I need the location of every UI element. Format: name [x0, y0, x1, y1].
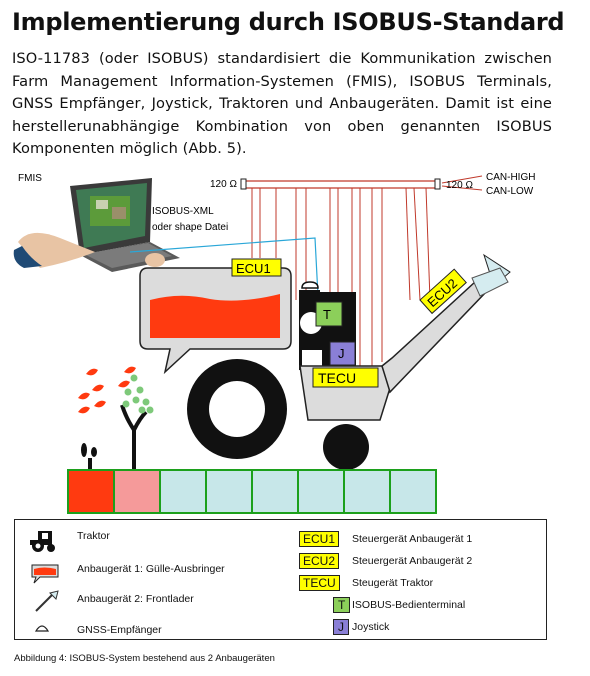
tecu-box: [312, 367, 379, 388]
tank-icon: [31, 564, 59, 584]
legend-j-tag: J: [333, 619, 349, 635]
front-loader-icon: [35, 590, 59, 612]
resistor-right-label: 120 Ω: [446, 180, 473, 191]
terminal-label: T: [323, 307, 331, 322]
xml-label-line2: oder shape Datei: [152, 222, 228, 233]
legend-t-tag: T: [333, 597, 351, 613]
joystick-box: [329, 341, 356, 366]
legend-ecu1-tag: ECU1: [299, 531, 340, 547]
laptop-icon: [13, 178, 180, 272]
xml-data-link: [129, 237, 319, 297]
page-title: Implementierung durch ISOBUS-Standard: [12, 8, 565, 36]
can-low-label: CAN-LOW: [486, 186, 534, 197]
legend-traktor: Traktor: [77, 530, 110, 542]
terminator-left: [240, 178, 247, 190]
plant-red: [78, 368, 106, 470]
legend-tecu-tag: TECU: [299, 575, 340, 591]
legend-t-desc: ISOBUS-Bedienterminal: [352, 599, 466, 611]
gnss-receiver-icon: [34, 625, 50, 632]
joystick-label: J: [338, 346, 345, 361]
ecu1-label: ECU1: [236, 261, 271, 276]
legend-ecu2-tag: ECU2: [299, 553, 340, 569]
intro-paragraph: ISO-11783 (oder ISOBUS) standardisiert d…: [12, 50, 552, 157]
front-wheel: [323, 424, 369, 470]
legend-j-desc: Joystick: [352, 621, 390, 633]
legend-anbaugeraet1: Anbaugerät 1: Gülle-Ausbringer: [77, 563, 225, 575]
legend-tecu-desc: Steugerät Traktor: [352, 577, 434, 589]
terminator-right: [434, 178, 441, 190]
legend-gnss: GNSS-Empfänger: [77, 624, 162, 636]
field-strip: [67, 469, 437, 514]
legend-ecu2-desc: Steuergerät Anbaugerät 2: [352, 555, 473, 567]
xml-label-line1: ISOBUS-XML: [152, 206, 214, 217]
tecu-label: TECU: [318, 370, 356, 386]
can-high-label: CAN-HIGH: [486, 172, 535, 183]
ecu1-box: [231, 258, 282, 277]
legend-ecu1-desc: Steuergerät Anbaugerät 1: [352, 533, 473, 545]
terminal-box: [315, 301, 343, 327]
can-bus: [240, 175, 483, 368]
plant-green: [118, 366, 154, 470]
ecu2-box: [419, 268, 467, 315]
fmis-label: FMIS: [18, 173, 42, 184]
legend-box: [14, 519, 547, 640]
slurry-tank: [139, 267, 292, 375]
tractor-icon: [30, 531, 55, 552]
legend-anbaugeraet2: Anbaugerät 2: Frontlader: [77, 593, 194, 605]
figure-caption: Abbildung 4: ISOBUS-System bestehend aus…: [14, 653, 275, 664]
resistor-left-label: 120 Ω: [210, 179, 237, 190]
